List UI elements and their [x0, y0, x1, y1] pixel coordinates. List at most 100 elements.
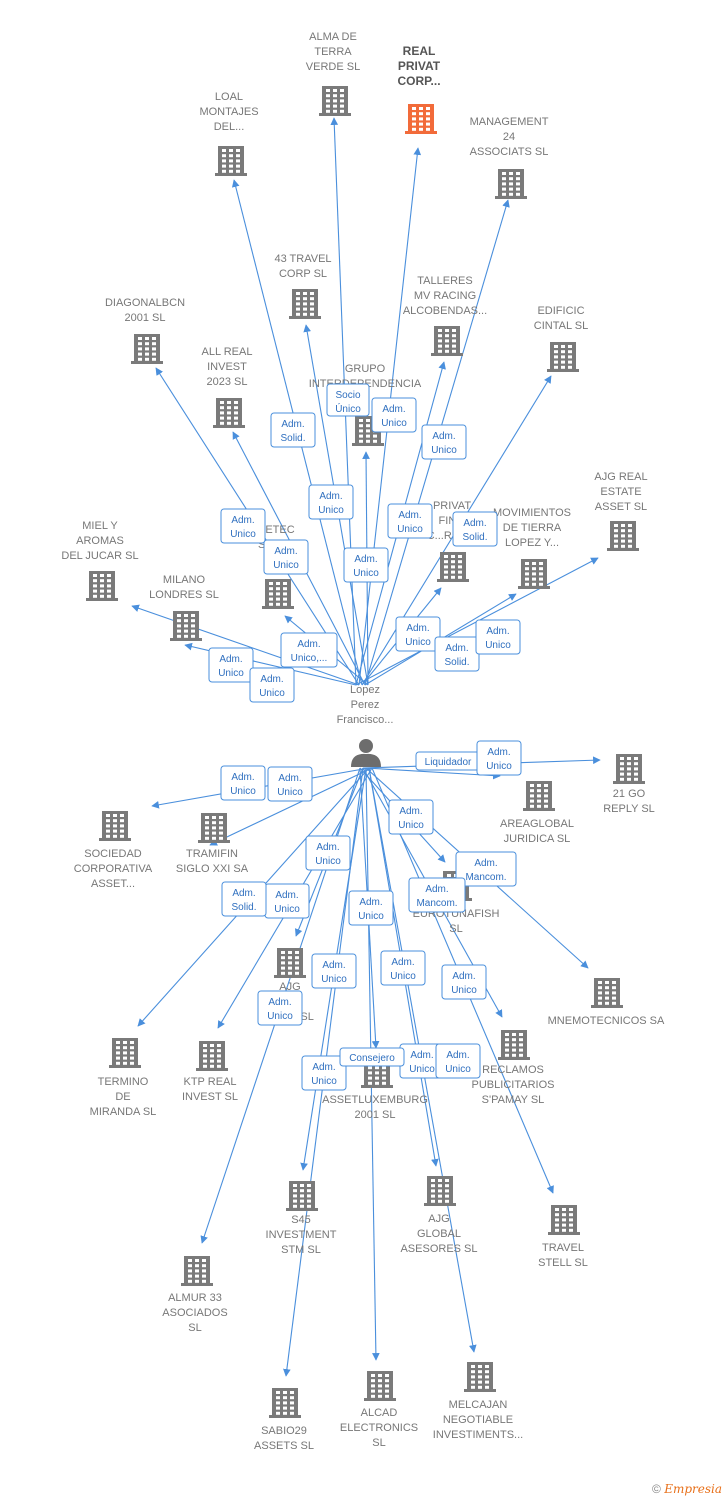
relation-label[interactable]: Adm.Unico: [435, 1043, 481, 1079]
relation-label[interactable]: Adm.Unico: [308, 484, 354, 520]
building-icon[interactable]: [289, 289, 321, 319]
relation-label[interactable]: Adm.Unico: [441, 964, 487, 1000]
relation-label[interactable]: Adm.Unico: [371, 397, 417, 433]
building-icon[interactable]: [405, 104, 437, 134]
node-label: AREAGLOBAL: [500, 818, 574, 830]
person-icon[interactable]: [351, 739, 381, 767]
building-icon[interactable]: [262, 579, 294, 609]
building-icon[interactable]: [215, 146, 247, 176]
node-sociedad[interactable]: SOCIEDADCORPORATIVAASSET...: [74, 811, 153, 890]
relation-label[interactable]: Adm.Unico: [343, 547, 389, 583]
relation-label[interactable]: Adm.Unico: [208, 647, 254, 683]
building-icon[interactable]: [99, 811, 131, 841]
relation-label[interactable]: Adm.Unico: [220, 508, 266, 544]
building-icon[interactable]: [181, 1256, 213, 1286]
relation-label[interactable]: Adm.Unico: [301, 1055, 347, 1091]
relation-label[interactable]: Adm.Unico: [387, 503, 433, 539]
relation-label[interactable]: Adm.Unico: [421, 424, 467, 460]
building-icon[interactable]: [170, 611, 202, 641]
building-icon[interactable]: [547, 342, 579, 372]
relation-label[interactable]: Adm.Unico: [380, 950, 426, 986]
relation-label[interactable]: Adm.Unico: [395, 616, 441, 652]
building-icon[interactable]: [86, 571, 118, 601]
relation-label[interactable]: Adm.Unico: [267, 766, 313, 802]
building-icon[interactable]: [613, 754, 645, 784]
building-icon[interactable]: [109, 1038, 141, 1068]
building-icon[interactable]: [364, 1371, 396, 1401]
node-melcajan[interactable]: MELCAJANNEGOTIABLEINVESTIMENTS...: [433, 1362, 523, 1441]
building-icon[interactable]: [424, 1176, 456, 1206]
building-icon[interactable]: [548, 1205, 580, 1235]
relation-label[interactable]: Adm.Unico: [388, 799, 434, 835]
relation-label[interactable]: Adm.Solid.: [434, 636, 480, 672]
building-icon[interactable]: [196, 1041, 228, 1071]
building-icon[interactable]: [274, 948, 306, 978]
relation-text: Unico: [274, 904, 300, 915]
node-mnemo[interactable]: MNEMOTECNICOS SA: [548, 978, 665, 1027]
relation-label[interactable]: Adm.Unico: [305, 835, 351, 871]
brand-logo[interactable]: Empresia: [664, 1482, 722, 1496]
building-icon[interactable]: [495, 169, 527, 199]
relation-label[interactable]: Liquidador: [415, 751, 481, 771]
building-icon[interactable]: [437, 552, 469, 582]
relation-label[interactable]: Adm.Unico: [257, 990, 303, 1026]
building-icon[interactable]: [269, 1388, 301, 1418]
relation-text: Adm.: [446, 1050, 469, 1061]
building-icon[interactable]: [464, 1362, 496, 1392]
node-loal[interactable]: LOALMONTAJESDEL...: [199, 91, 259, 176]
relation-label[interactable]: Adm.Solid.: [221, 881, 267, 917]
building-icon[interactable]: [518, 559, 550, 589]
building-icon[interactable]: [607, 521, 639, 551]
node-label: ASSET SL: [595, 501, 647, 513]
relation-label[interactable]: Adm.Solid.: [452, 511, 498, 547]
relation-label[interactable]: Adm.Mancom.: [408, 877, 466, 913]
relation-label[interactable]: Adm.Unico: [264, 883, 310, 919]
relation-label[interactable]: Consejero: [339, 1047, 405, 1067]
building-icon[interactable]: [319, 86, 351, 116]
node-realprivat[interactable]: REALPRIVATCORP...: [397, 44, 441, 134]
relation-label[interactable]: Adm.Solid.: [270, 412, 316, 448]
building-icon[interactable]: [213, 398, 245, 428]
relation-label[interactable]: Adm.Unico: [220, 765, 266, 801]
relation-label[interactable]: Adm.Unico: [263, 539, 309, 575]
relation-label[interactable]: Adm.Mancom.: [455, 851, 517, 887]
building-icon[interactable]: [523, 781, 555, 811]
relation-label[interactable]: Adm.Unico: [249, 667, 295, 703]
relation-label[interactable]: Adm.Unico: [475, 619, 521, 655]
building-icon[interactable]: [591, 978, 623, 1008]
building-icon[interactable]: [498, 1030, 530, 1060]
building-icon[interactable]: [431, 326, 463, 356]
center-person[interactable]: LopezPerezFrancisco...: [337, 684, 394, 767]
relation-label[interactable]: Adm.Unico,...: [280, 632, 338, 668]
relation-label[interactable]: Adm.Unico: [476, 740, 522, 776]
building-icon[interactable]: [286, 1181, 318, 1211]
relation-label[interactable]: Adm.Unico: [311, 953, 357, 989]
relation-label[interactable]: Adm.Unico: [348, 890, 394, 926]
building-icon[interactable]: [198, 813, 230, 843]
building-icon[interactable]: [131, 334, 163, 364]
